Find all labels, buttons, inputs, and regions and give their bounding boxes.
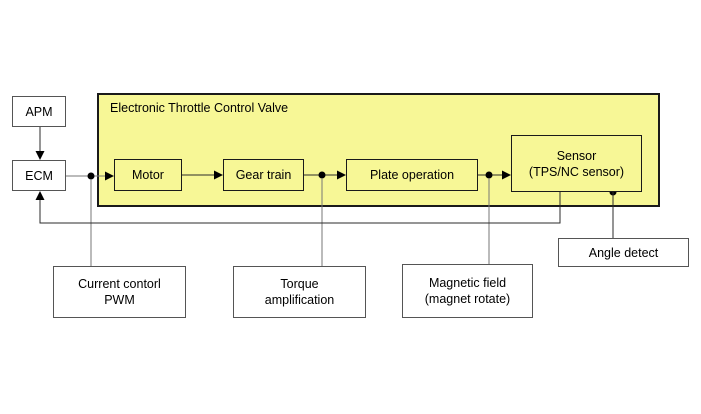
arrowhead-plate-to-sensor <box>502 170 511 180</box>
node-sensor-label-line1: Sensor <box>556 148 597 163</box>
junction-dot-gear-train-out <box>318 171 326 179</box>
junction-dot-plate-out <box>485 171 493 179</box>
node-magnetic-field: Magnetic field (magnet rotate) <box>402 264 533 318</box>
node-magnetic-field-label-line1: Magnetic field <box>428 276 507 290</box>
node-plate-operation-label: Plate operation <box>369 168 455 182</box>
node-motor: Motor <box>114 159 182 191</box>
node-angle-detect: Angle detect <box>558 238 689 267</box>
node-gear-train: Gear train <box>223 159 304 191</box>
node-plate-operation: Plate operation <box>346 159 478 191</box>
node-gear-train-label: Gear train <box>235 168 292 182</box>
node-apm: APM <box>12 96 66 127</box>
node-sensor: Sensor (TPS/NC sensor) <box>511 135 642 192</box>
arrowhead-apm-to-ecm <box>35 151 45 160</box>
node-torque-label-line2: amplification <box>264 293 335 307</box>
node-angle-detect-label: Angle detect <box>588 245 659 260</box>
node-current-control-pwm: Current contorl PWM <box>53 266 186 318</box>
arrowhead-gear-train-to-plate <box>337 170 346 180</box>
node-ecm-label: ECM <box>25 168 53 183</box>
arrowhead-ecm-to-motor <box>105 171 114 181</box>
connector-sensor-feedback-to-ecm <box>39 192 561 224</box>
node-ecm: ECM <box>12 160 66 191</box>
node-motor-label: Motor <box>132 168 164 182</box>
node-torque-label-line1: Torque <box>280 277 319 291</box>
node-torque-amplification: Torque amplification <box>233 266 366 318</box>
node-apm-label: APM <box>25 104 53 119</box>
node-current-control-label-line2: PWM <box>104 293 135 307</box>
node-sensor-label-line2: (TPS/NC sensor) <box>528 164 625 179</box>
arrowhead-motor-to-gear-train <box>214 170 223 180</box>
junction-dot-ecm-out <box>87 172 95 180</box>
node-current-control-label-line1: Current contorl <box>78 277 161 291</box>
arrowhead-feedback-to-ecm <box>35 191 45 200</box>
etcv-panel-title: Electronic Throttle Control Valve <box>110 101 289 115</box>
node-magnetic-field-label-line2: (magnet rotate) <box>424 292 511 306</box>
